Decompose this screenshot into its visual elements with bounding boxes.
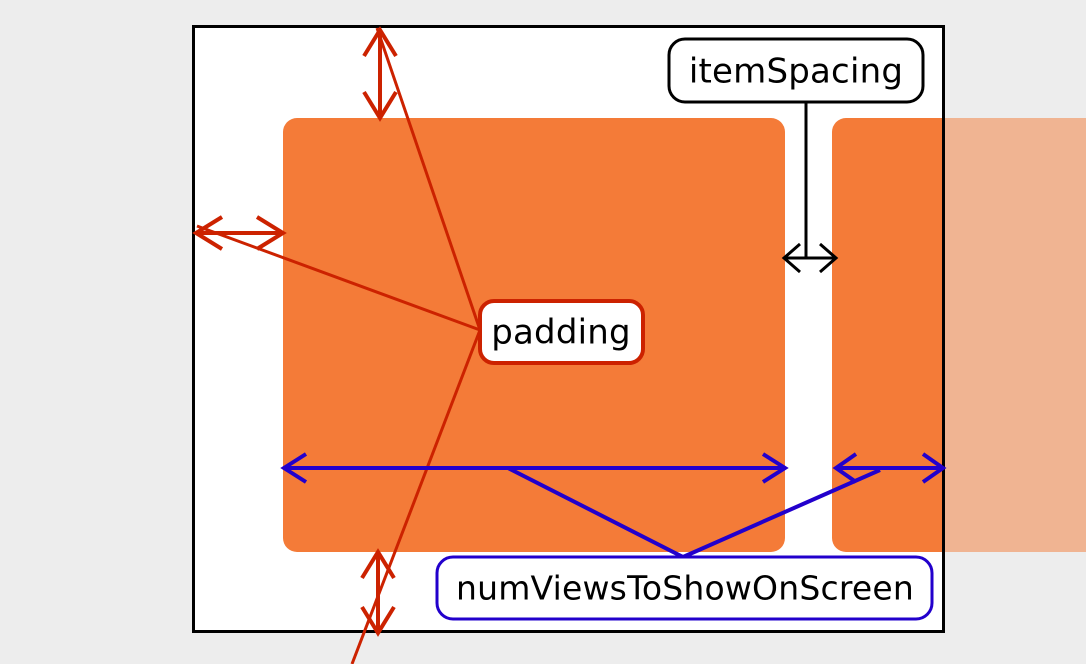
label-itemspacing-box[interactable] (667, 37, 925, 104)
label-itemspacing-text: itemSpacing (689, 52, 903, 92)
padding-leader-left (196, 224, 481, 332)
padding-measurement-group (192, 26, 482, 664)
padding-left-arrow (192, 215, 287, 251)
label-numviews-box[interactable] (435, 555, 934, 621)
numviews-leader-right (682, 468, 881, 559)
numviews-measurement-group (280, 452, 947, 559)
padding-top-arrow (362, 26, 398, 122)
itemspacing-gap-arrow (781, 242, 839, 274)
padding-leader-bottom (350, 329, 482, 664)
card-3-offscreen-group (945, 118, 1086, 552)
card-2-edge-fill (900, 118, 945, 552)
label-numviews[interactable]: numViewsToShowOnScreen (435, 555, 934, 621)
padding-leader-lines (196, 27, 482, 664)
numviews-leader-left (507, 466, 684, 559)
label-padding-box[interactable] (478, 299, 645, 365)
label-padding[interactable]: padding (478, 299, 645, 365)
itemspacing-measurement-group (781, 103, 839, 274)
card-3-offscreen (945, 118, 1086, 552)
label-numviews-text: numViewsToShowOnScreen (456, 569, 914, 608)
label-padding-text: padding (491, 313, 631, 353)
numviews-arrow-card-2 (832, 452, 947, 484)
numviews-arrow-card-1 (280, 452, 789, 484)
numviews-leader-lines (507, 466, 881, 559)
padding-leader-top (375, 27, 482, 331)
label-itemspacing[interactable]: itemSpacing (667, 37, 925, 104)
